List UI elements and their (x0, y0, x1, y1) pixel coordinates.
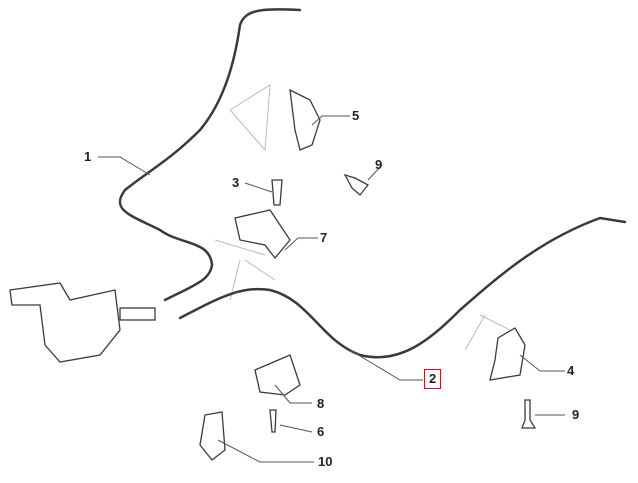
callout-8[interactable]: 8 (317, 396, 325, 411)
callout-10[interactable]: 10 (318, 454, 333, 469)
callout-6[interactable]: 6 (317, 424, 325, 439)
callout-4[interactable]: 4 (567, 363, 575, 378)
handbrake-lever[interactable] (9, 282, 121, 363)
callout-9-top[interactable]: 9 (375, 157, 383, 172)
part-6-bolt[interactable] (269, 409, 277, 433)
callout-5[interactable]: 5 (352, 108, 360, 123)
guide-line (229, 84, 271, 152)
cable-1[interactable] (118, 8, 302, 302)
guide-line (464, 314, 511, 351)
part-9-bolt-top[interactable] (343, 173, 369, 196)
equalizer-bracket (119, 307, 156, 321)
callout-9-bottom[interactable]: 9 (572, 407, 580, 422)
part-4-clamp[interactable] (489, 327, 526, 381)
part-7-bracket[interactable] (234, 209, 291, 260)
part-10-clip[interactable] (199, 411, 226, 461)
callout-1[interactable]: 1 (84, 149, 92, 164)
callout-3[interactable]: 3 (232, 175, 240, 190)
callout-7[interactable]: 7 (320, 230, 328, 245)
part-3-bolt[interactable] (271, 179, 283, 206)
callout-2-highlighted[interactable]: 2 (423, 369, 442, 389)
part-8-bracket[interactable] (254, 354, 301, 396)
cable-2[interactable] (178, 216, 627, 359)
part-9-bolt-bottom[interactable] (521, 399, 537, 429)
part-5-bracket[interactable] (289, 88, 321, 151)
